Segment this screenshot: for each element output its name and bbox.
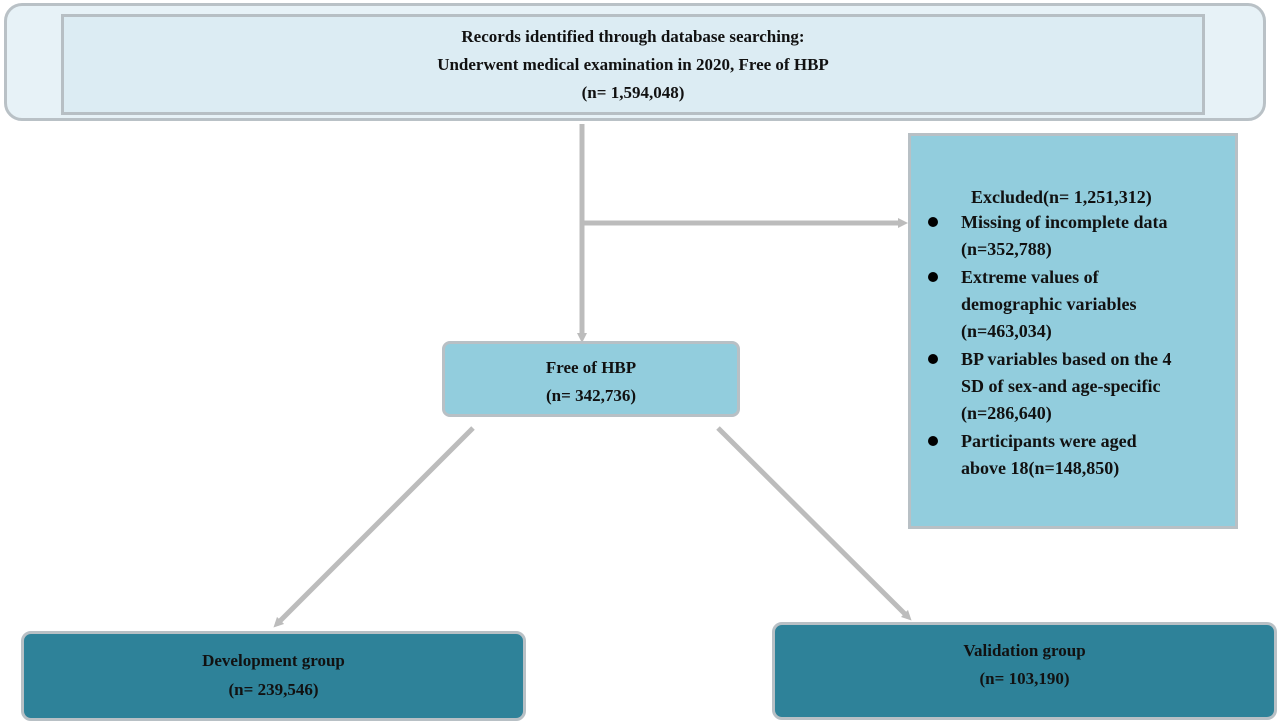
excluded-item-line: BP variables based on the 4 <box>961 349 1172 369</box>
records-count: (n= 1,594,048) <box>581 83 685 102</box>
excluded-item-line: above 18(n=148,850) <box>961 458 1120 478</box>
validation-group-box: Validation group (n= 103,190) <box>772 622 1277 720</box>
records-subtitle: Underwent medical examination in 2020, F… <box>437 55 829 74</box>
records-box: Records identified through database sear… <box>61 14 1205 115</box>
excluded-item-line: Participants were aged <box>961 431 1137 451</box>
bullet-icon <box>928 217 938 227</box>
excluded-box: Excluded(n= 1,251,312) Missing of incomp… <box>908 133 1238 529</box>
excluded-item-missing: Missing of incomplete data (n=352,788) <box>961 209 1226 263</box>
bullet-icon <box>928 436 938 446</box>
excluded-item-line: SD of sex-and age-specific <box>961 376 1161 396</box>
development-group-box: Development group (n= 239,546) <box>21 631 526 721</box>
development-label: Development group <box>202 651 345 670</box>
free-of-hbp-box: Free of HBP (n= 342,736) <box>442 341 740 417</box>
excluded-item-bp: BP variables based on the 4 SD of sex-an… <box>961 346 1226 427</box>
validation-count: (n= 103,190) <box>979 669 1070 688</box>
excluded-item-line: Missing of incomplete data <box>961 212 1168 232</box>
excluded-item-extreme: Extreme values of demographic variables … <box>961 264 1226 345</box>
connector-free-to-validation <box>716 426 912 621</box>
excluded-item-line: (n=352,788) <box>961 239 1052 259</box>
bullet-icon <box>928 354 938 364</box>
excluded-item-line: Extreme values of <box>961 267 1099 287</box>
development-count: (n= 239,546) <box>228 680 319 699</box>
connector-free-to-development <box>273 426 475 628</box>
excluded-item-line: demographic variables <box>961 294 1137 314</box>
validation-label: Validation group <box>963 641 1086 660</box>
excluded-item-age: Participants were aged above 18(n=148,85… <box>961 428 1226 482</box>
excluded-title: Excluded(n= 1,251,312) <box>971 187 1152 207</box>
free-count: (n= 342,736) <box>546 386 636 405</box>
excluded-item-line: (n=286,640) <box>961 403 1052 423</box>
excluded-item-line: (n=463,034) <box>961 321 1052 341</box>
bullet-icon <box>928 272 938 282</box>
free-label: Free of HBP <box>545 358 637 377</box>
records-title: Records identified through database sear… <box>461 27 805 46</box>
